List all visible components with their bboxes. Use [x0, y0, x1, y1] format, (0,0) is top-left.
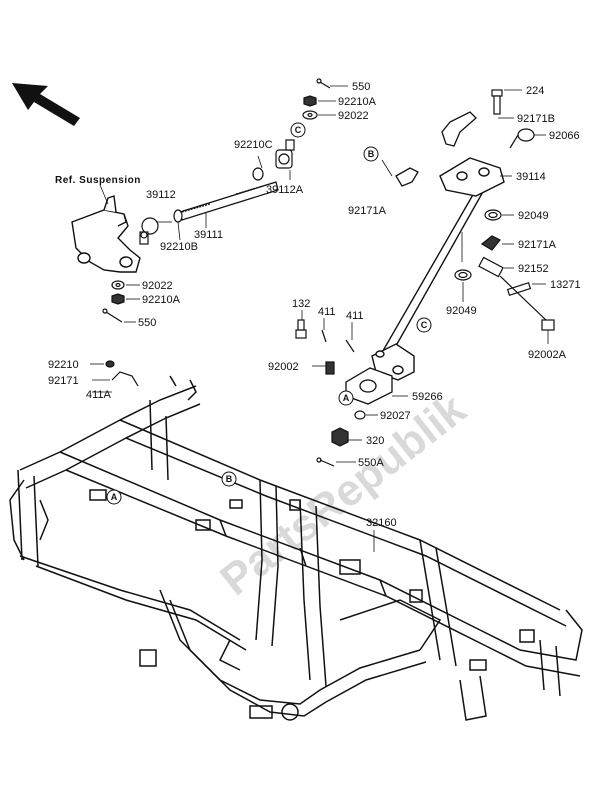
label-550-left: 550 — [138, 317, 156, 329]
cotter-pin-550-left — [102, 308, 123, 323]
svg-text:A: A — [111, 492, 118, 502]
label-92210C: 92210C — [234, 139, 273, 151]
svg-text:B: B — [368, 149, 375, 159]
collar-92152 — [478, 256, 504, 278]
label-92002A: 92002A — [528, 349, 567, 361]
leader-ref — [99, 184, 109, 205]
watermark-text: PartsRepublik — [211, 384, 475, 605]
pin-411 — [321, 329, 355, 353]
front-direction-arrow-icon — [12, 83, 80, 126]
label-92210B: 92210B — [160, 241, 198, 253]
leader-lines — [90, 85, 549, 552]
nut-92210A-left — [111, 293, 125, 305]
label-550A: 550A — [358, 457, 384, 469]
cotter-pin-550-top — [316, 78, 331, 89]
callout-A-frame: A — [106, 489, 122, 505]
label-39112: 39112 — [146, 189, 176, 201]
main-frame-32160 — [9, 375, 583, 721]
label-411-a: 411 — [318, 306, 336, 318]
label-92210A-left: 92210A — [142, 294, 181, 306]
clamp-92171 — [111, 371, 139, 387]
label-92210: 92210 — [48, 359, 79, 371]
bolt-224 — [491, 89, 503, 115]
label-92171A-mid: 92171A — [518, 239, 557, 251]
label-59266: 59266 — [412, 391, 443, 403]
nut-92210C — [252, 167, 264, 181]
label-92022-top: 92022 — [338, 110, 369, 122]
label-550-top: 550 — [352, 81, 370, 93]
washer-92022-left — [111, 280, 125, 290]
clip-92171B — [441, 111, 477, 147]
label-92152: 92152 — [518, 263, 549, 275]
nut-92210A-top — [303, 95, 317, 107]
svg-text:C: C — [295, 125, 302, 135]
label-92210A-top: 92210A — [338, 96, 377, 108]
label-92002: 92002 — [268, 361, 299, 373]
seal-13271 — [506, 281, 532, 297]
tie-rod-39111 — [179, 181, 279, 221]
callout-C-top: C — [290, 122, 306, 138]
tie-rod-end-39112 — [139, 217, 159, 245]
label-39114: 39114 — [516, 171, 546, 183]
label-132: 132 — [292, 298, 310, 310]
cap-92066 — [509, 128, 535, 149]
label-320: 320 — [366, 435, 384, 447]
callout-B-frame: B — [221, 471, 237, 487]
label-411A: 411A — [86, 389, 112, 401]
label-39112A: 39112A — [266, 184, 304, 196]
svg-text:B: B — [226, 474, 233, 484]
steering-shaft-39114 — [371, 157, 505, 381]
label-92049-bot: 92049 — [446, 305, 477, 317]
suspension-bracket — [71, 195, 141, 273]
label-92171A-top: 92171A — [348, 205, 387, 217]
label-92022-left: 92022 — [142, 280, 173, 292]
label-92066: 92066 — [549, 130, 580, 142]
label-92171B: 92171B — [517, 113, 555, 125]
label-13271: 13271 — [550, 279, 581, 291]
label-92171: 92171 — [48, 375, 79, 387]
svg-text:A: A — [343, 393, 350, 403]
label-32160: 32160 — [366, 517, 397, 529]
cotter-pin-550A — [316, 457, 335, 467]
clamp-92171A-mid — [480, 235, 501, 251]
nut-92210B — [173, 209, 183, 223]
bushing-92049-bot — [454, 269, 472, 281]
nut-92027 — [354, 410, 366, 420]
label-39111: 39111 — [194, 229, 223, 241]
label-92027: 92027 — [380, 410, 411, 422]
callout-C-mid: C — [416, 317, 432, 333]
callout-B-top: B — [363, 146, 379, 162]
bolt-92002 — [325, 361, 335, 375]
bolt-132 — [295, 319, 307, 339]
nut-320 — [331, 427, 349, 447]
ref-suspension-label: Ref. Suspension — [55, 175, 141, 186]
callout-A-mid: A — [338, 390, 354, 406]
clamp-92171A-top — [395, 167, 419, 187]
nut-92210 — [105, 360, 115, 368]
svg-text:C: C — [421, 320, 428, 330]
tie-rod-end-39112A — [275, 139, 295, 169]
label-411-b: 411 — [346, 310, 364, 322]
label-92049-top: 92049 — [518, 210, 549, 222]
washer-92022-top — [302, 110, 318, 120]
label-224: 224 — [526, 85, 544, 97]
bushing-92049-top — [484, 209, 502, 221]
